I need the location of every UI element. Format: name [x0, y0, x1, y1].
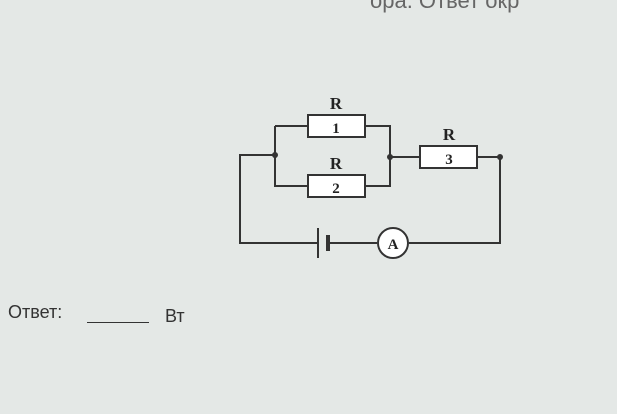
- r1-letter: R: [330, 94, 343, 113]
- r2-letter: R: [330, 154, 343, 173]
- r3-index: 3: [445, 152, 453, 168]
- answer-label: Ответ:: [8, 302, 63, 322]
- answer-unit: Вт: [165, 306, 185, 326]
- ammeter-label: A: [388, 237, 399, 253]
- resistor-r3: [419, 145, 478, 169]
- r1-index: 1: [332, 121, 340, 137]
- r3-letter: R: [443, 125, 456, 144]
- resistor-r1: [307, 114, 366, 138]
- ammeter-icon: [377, 227, 409, 259]
- answer-blank[interactable]: [87, 322, 149, 323]
- junction-nodes: [272, 152, 503, 160]
- question-text-cropped: ора. Ответ окр: [370, 0, 520, 13]
- resistor-r2: [307, 174, 366, 198]
- r2-index: 2: [332, 181, 340, 197]
- wires: [239, 125, 501, 244]
- battery-icon: [317, 228, 330, 258]
